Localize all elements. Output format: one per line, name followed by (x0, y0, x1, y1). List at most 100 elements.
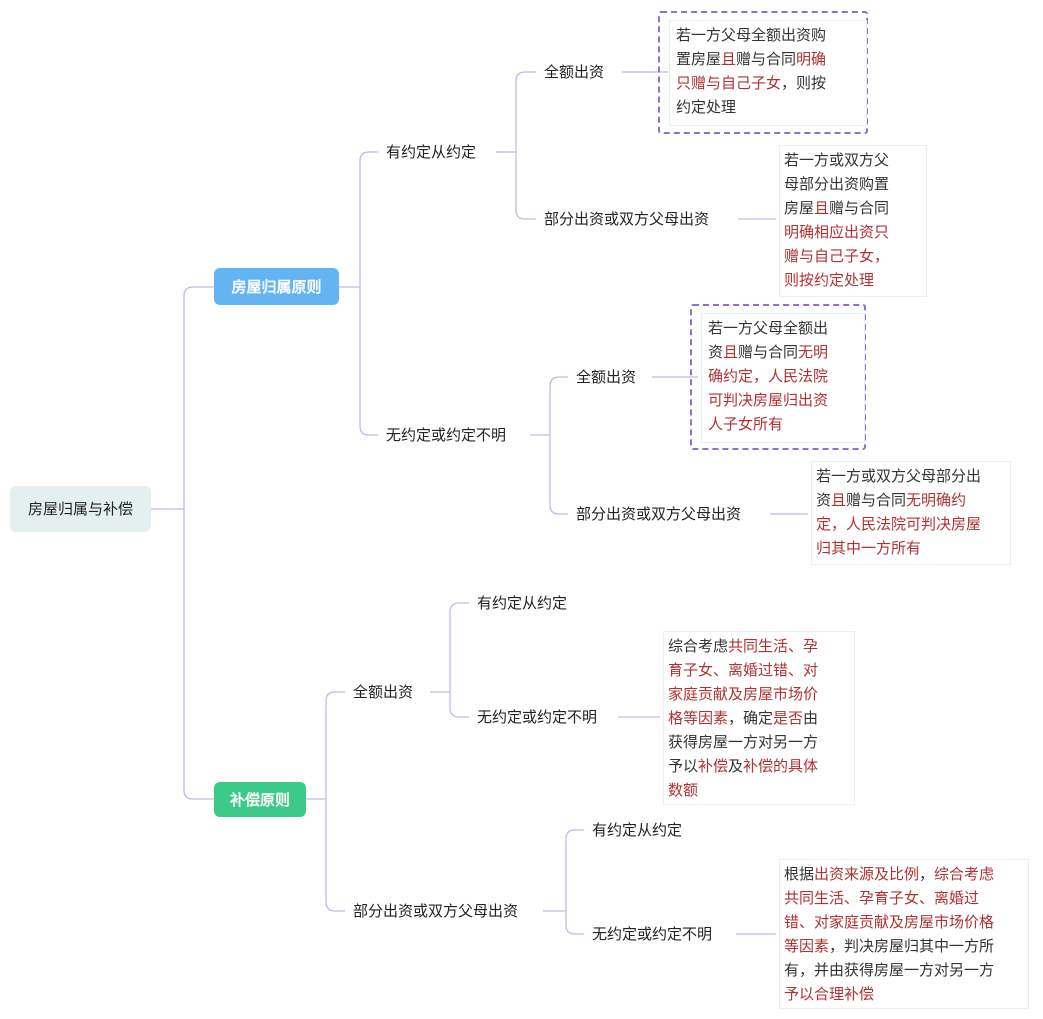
highlight-text: 错、对家庭贡献及房屋市场价格 (784, 913, 995, 931)
desc-line: 房屋且赠与合同 (784, 196, 922, 220)
ownership-unagreed-full-node[interactable]: 全额出资 (576, 366, 636, 388)
ownership-unagreed-node[interactable]: 无约定或约定不明 (386, 424, 506, 446)
plain-text: 约定处理 (676, 98, 737, 116)
plain-text: 置房屋 (676, 50, 722, 68)
comp-partial-unagreed-node[interactable]: 无约定或约定不明 (592, 923, 712, 945)
plain-text: ， (919, 865, 935, 883)
plain-text: 若一方或双方父 (784, 151, 890, 169)
ownership-unagreed-full-desc: 若一方父母全额出资且赠与合同无明确约定，人民法院可判决房屋归出资人子女所有 (702, 314, 864, 442)
root-node[interactable]: 房屋归属与补偿 (10, 486, 151, 532)
compensation-principle-label: 补偿原则 (229, 790, 290, 809)
desc-line: 母部分出资购置 (784, 172, 922, 196)
plain-text: 资 (816, 491, 832, 509)
highlight-text: 且 (723, 343, 739, 361)
plain-text: 若一方或双方父母部分出 (816, 467, 982, 485)
desc-line: 则按约定处理 (784, 268, 922, 292)
desc-line: 明确相应出资只 (784, 220, 922, 244)
highlight-text: 予以合理补偿 (784, 985, 875, 1003)
ownership-agreed-full-desc: 若一方父母全额出资购置房屋且赠与合同明确只赠与自己子女，则按约定处理 (670, 21, 866, 125)
desc-line: 综合考虑共同生活、孕 (668, 634, 850, 658)
desc-line: 归其中一方所有 (816, 536, 1006, 560)
root-label: 房屋归属与补偿 (27, 500, 133, 518)
comp-partial-unagreed-label: 无约定或约定不明 (592, 925, 713, 943)
highlight-text: 育子女、离婚过错、对 (668, 661, 819, 679)
plain-text: 若一方父母全额出 (708, 319, 829, 337)
highlight-text: 补偿 (698, 757, 729, 775)
comp-partial-agreed-node[interactable]: 有约定从约定 (592, 819, 682, 841)
plain-text: ，确定 (728, 709, 774, 727)
desc-line: 赠与自己子女， (784, 244, 922, 268)
plain-text: 赠与合同 (736, 50, 797, 68)
plain-text: ，判决房屋归其中一方所 (829, 937, 995, 955)
comp-full-agreed-node[interactable]: 有约定从约定 (477, 592, 567, 614)
compensation-principle-node[interactable]: 补偿原则 (214, 782, 306, 817)
desc-line: 若一方父母全额出 (708, 316, 858, 340)
plain-text: 赠与合同 (738, 343, 799, 361)
plain-text: 房屋 (784, 199, 815, 217)
plain-text: 由 (803, 709, 819, 727)
desc-line: 定，人民法院可判决房屋 (816, 512, 1006, 536)
ownership-unagreed-label: 无约定或约定不明 (386, 426, 507, 444)
ownership-agreed-partial-desc: 若一方或双方父母部分出资购置房屋且赠与合同明确相应出资只赠与自己子女，则按约定处… (780, 146, 926, 296)
highlight-text: 补偿的具体 (743, 757, 819, 775)
ownership-unagreed-partial-node[interactable]: 部分出资或双方父母出资 (576, 503, 741, 525)
plain-text: 赠与合同 (829, 199, 890, 217)
ownership-agreed-node[interactable]: 有约定从约定 (386, 141, 476, 163)
desc-line: 只赠与自己子女，则按 (676, 71, 860, 95)
plain-text: 有，并由获得房屋一方对另一方 (784, 961, 995, 979)
highlight-text: 人子女所有 (708, 415, 784, 433)
ownership-principle-node[interactable]: 房屋归属原则 (214, 268, 339, 305)
highlight-text: 格等因素 (668, 709, 729, 727)
plain-text: 及 (728, 757, 744, 775)
highlight-text: 则按约定处理 (784, 271, 875, 289)
comp-full-unagreed-node[interactable]: 无约定或约定不明 (477, 706, 597, 728)
highlight-text: 只赠与自己子女 (676, 74, 782, 92)
desc-line: 资且赠与合同无明 (708, 340, 858, 364)
comp-partial-node[interactable]: 部分出资或双方父母出资 (353, 900, 518, 922)
plain-text: 若一方父母全额出资购 (676, 26, 827, 44)
plain-text: ，则按 (781, 74, 827, 92)
highlight-text: 是否 (773, 709, 804, 727)
plain-text: 资 (708, 343, 724, 361)
plain-text: 综合考虑 (668, 637, 729, 655)
highlight-text: 且 (814, 199, 830, 217)
comp-full-label: 全额出资 (353, 683, 414, 701)
desc-line: 置房屋且赠与合同明确 (676, 47, 860, 71)
desc-line: 错、对家庭贡献及房屋市场价格 (784, 910, 1024, 934)
desc-line: 育子女、离婚过错、对 (668, 658, 850, 682)
ownership-agreed-full-label: 全额出资 (544, 63, 605, 81)
ownership-agreed-partial-node[interactable]: 部分出资或双方父母出资 (544, 208, 709, 230)
comp-full-desc: 综合考虑共同生活、孕育子女、离婚过错、对家庭贡献及房屋市场价格等因素，确定是否由… (664, 632, 854, 804)
highlight-text: 无明 (798, 343, 829, 361)
desc-line: 人子女所有 (708, 412, 858, 436)
highlight-text: 且 (721, 50, 737, 68)
ownership-unagreed-partial-desc: 若一方或双方父母部分出资且赠与合同无明确约定，人民法院可判决房屋归其中一方所有 (812, 462, 1010, 564)
desc-line: 确约定，人民法院 (708, 364, 858, 388)
desc-line: 有，并由获得房屋一方对另一方 (784, 958, 1024, 982)
highlight-text: 共同生活、孕 (728, 637, 819, 655)
comp-partial-label: 部分出资或双方父母出资 (353, 902, 519, 920)
highlight-text: 等因素 (784, 937, 830, 955)
highlight-text: 家庭贡献及房屋市场价 (668, 685, 819, 703)
highlight-text: 出资来源及比例 (814, 865, 920, 883)
desc-line: 数额 (668, 778, 850, 802)
desc-line: 根据出资来源及比例，综合考虑 (784, 862, 1024, 886)
highlight-text: 数额 (668, 781, 699, 799)
highlight-text: 无明确约 (906, 491, 967, 509)
highlight-text: 且 (831, 491, 847, 509)
comp-partial-agreed-label: 有约定从约定 (592, 821, 683, 839)
desc-line: 予以合理补偿 (784, 982, 1024, 1006)
plain-text: 获得房屋一方对另一方 (668, 733, 819, 751)
ownership-principle-label: 房屋归属原则 (231, 277, 322, 296)
highlight-text: 共同生活、孕育子女、离婚过 (784, 889, 980, 907)
highlight-text: 定，人民法院可判决房屋 (816, 515, 982, 533)
ownership-unagreed-full-label: 全额出资 (576, 368, 637, 386)
highlight-dashed-box (658, 11, 868, 134)
ownership-agreed-full-node[interactable]: 全额出资 (544, 61, 604, 83)
comp-full-node[interactable]: 全额出资 (353, 681, 413, 703)
desc-line: 若一方或双方父母部分出 (816, 464, 1006, 488)
desc-line: 资且赠与合同无明确约 (816, 488, 1006, 512)
desc-line: 获得房屋一方对另一方 (668, 730, 850, 754)
highlight-text: 可判决房屋归出资 (708, 391, 829, 409)
